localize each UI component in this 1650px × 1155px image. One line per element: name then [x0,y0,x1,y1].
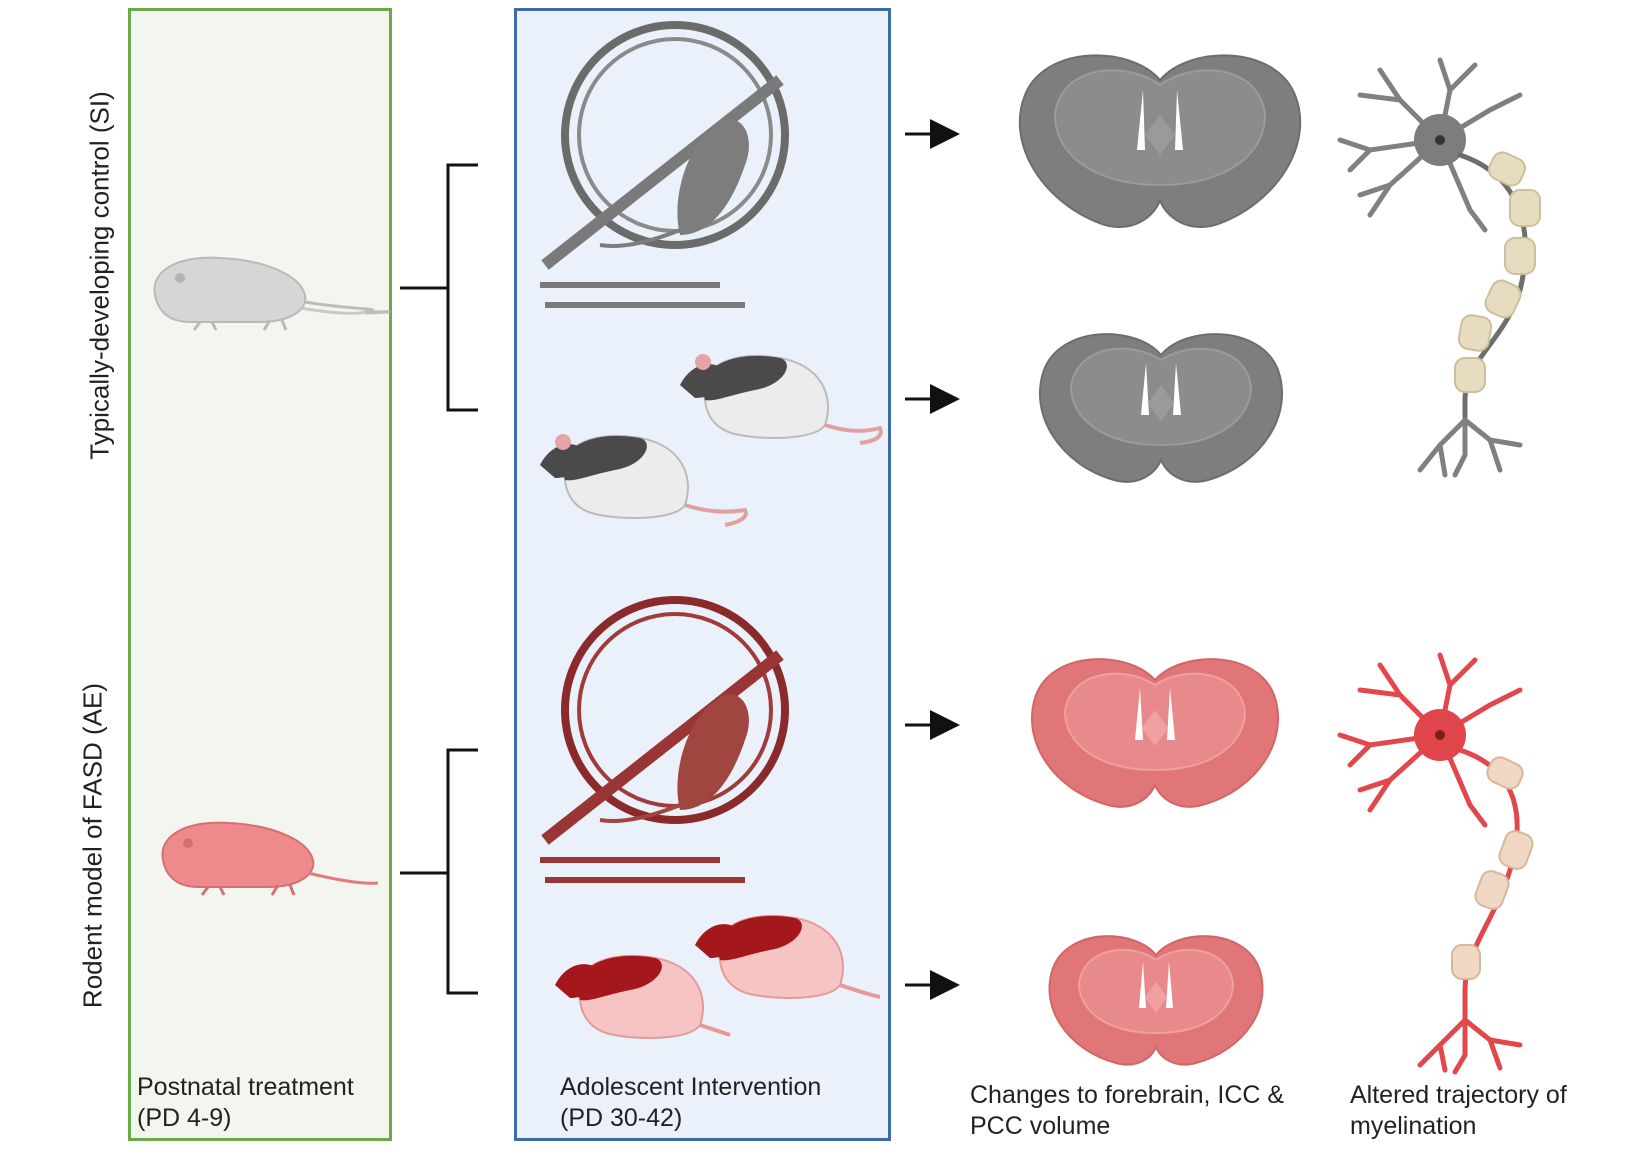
brain-section-icon-fasd-large [1030,658,1280,808]
postnatal-caption: Postnatal treatment (PD 4-9) [137,1072,354,1134]
rat-icon-control-1 [680,354,883,445]
myelination-caption: Altered trajectory of myelination [1350,1080,1567,1142]
neuron-icon-control [1337,57,1541,478]
rat-icon-fasd-2 [555,954,731,1039]
postnatal-caption-line2: (PD 4-9) [137,1104,232,1132]
pup-icon-control [153,256,391,331]
brain-volume-caption-line1: Changes to forebrain, ICC & [970,1081,1285,1109]
rat-icon-fasd-1 [695,914,881,999]
myelination-caption-line1: Altered trajectory of [1350,1081,1567,1109]
pup-icon-fasd [161,821,379,896]
brain-volume-caption: Changes to forebrain, ICC & PCC volume [970,1080,1284,1142]
running-wheel-icon-fasd [540,596,789,883]
brain-volume-caption-line2: PCC volume [970,1112,1111,1140]
bracket-fasd [400,748,478,995]
neuron-icon-fasd [1337,652,1534,1075]
bracket-control [400,163,478,412]
brain-section-icon-control-small [1038,333,1284,483]
postnatal-treatment-panel [128,8,392,1141]
adolescent-caption-line1: Adolescent Intervention [560,1073,822,1101]
running-wheel-icon-control [540,21,789,308]
myelination-caption-line2: myelination [1350,1112,1477,1140]
brain-section-icon-fasd-small [1048,935,1264,1066]
adolescent-caption-line2: (PD 30-42) [560,1104,683,1132]
postnatal-caption-line1: Postnatal treatment [137,1073,354,1101]
brain-section-icon-control-large [1018,54,1302,228]
rat-icon-control-2 [540,434,748,527]
adolescent-caption: Adolescent Intervention (PD 30-42) [560,1072,821,1134]
